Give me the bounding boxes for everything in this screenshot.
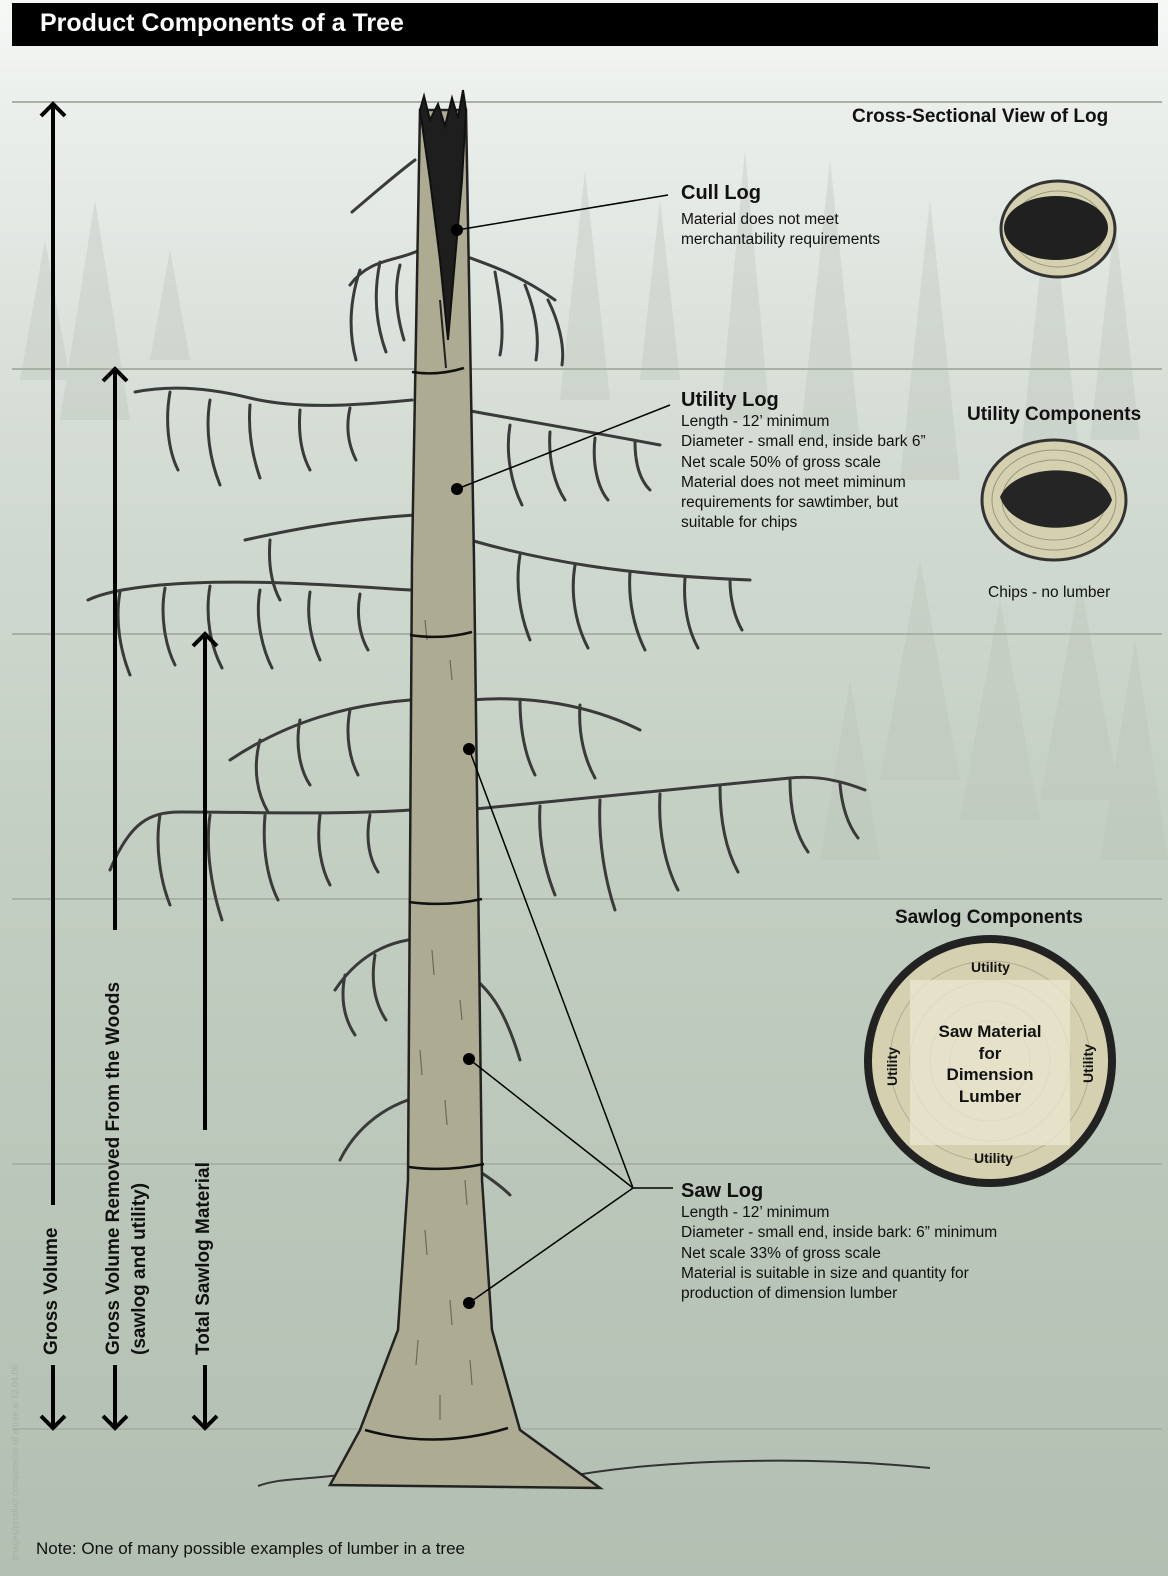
- saw-log-line: Diameter - small end, inside bark: 6” mi…: [681, 1223, 997, 1243]
- sawlog-utility-top-label: Utility: [971, 959, 1010, 975]
- saw-log-title: Saw Log: [681, 1180, 763, 1203]
- saw-leader-line-1: [469, 749, 633, 1188]
- total-sawlog-label: Total Sawlog Material: [192, 1162, 215, 1355]
- cross-section-title: Cross-Sectional View of Log: [852, 106, 1108, 128]
- saw-log-dot-1: [463, 743, 475, 755]
- saw-log-dot-2: [463, 1053, 475, 1065]
- saw-log-dot-3: [463, 1297, 475, 1309]
- utility-components-title: Utility Components: [967, 404, 1141, 426]
- cull-log-line: merchantability requirements: [681, 230, 880, 250]
- utility-log-line: Length - 12’ minimum: [681, 412, 926, 432]
- saw-log-line: Length - 12’ minimum: [681, 1203, 997, 1223]
- saw-log-line: Material is suitable in size and quantit…: [681, 1264, 997, 1284]
- sawlog-components-title: Sawlog Components: [895, 907, 1083, 929]
- utility-cross-section: [982, 440, 1126, 560]
- header-bar: Product Components of a Tree: [12, 3, 1158, 46]
- saw-material-line: Saw Material: [920, 1021, 1060, 1043]
- cull-log-dot: [451, 224, 463, 236]
- utility-log-line: Diameter - small end, inside bark 6”: [681, 432, 926, 452]
- gross-volume-removed-label: Gross Volume Removed From the Woods: [102, 982, 125, 1355]
- page-title: Product Components of a Tree: [40, 9, 404, 38]
- saw-material-line: Dimension: [920, 1064, 1060, 1086]
- utility-log-line: suitable for chips: [681, 513, 926, 533]
- cull-leader-line: [457, 195, 668, 230]
- utility-leader-line: [457, 405, 670, 489]
- utility-log-dot: [451, 483, 463, 495]
- utility-log-line: Net scale 50% of gross scale: [681, 453, 926, 473]
- saw-log-line: production of dimension lumber: [681, 1284, 997, 1304]
- sawlog-utility-left-label: Utility: [884, 1047, 900, 1086]
- saw-log-line: Net scale 33% of gross scale: [681, 1244, 997, 1264]
- footnote: Note: One of many possible examples of l…: [36, 1539, 465, 1559]
- saw-material-line: Lumber: [920, 1086, 1060, 1108]
- utility-log-line: Material does not meet miminum: [681, 473, 926, 493]
- cull-cross-section: [1001, 181, 1115, 277]
- file-path-stamp: images/product components of a tree.ai 1…: [10, 1364, 20, 1560]
- utility-components-caption: Chips - no lumber: [988, 583, 1110, 603]
- cull-log-title: Cull Log: [681, 182, 761, 205]
- utility-log-title: Utility Log: [681, 389, 779, 412]
- sawlog-utility-bottom-label: Utility: [974, 1150, 1013, 1166]
- gross-volume-removed-sublabel: (sawlog and utility): [128, 1183, 151, 1355]
- saw-material-line: for: [920, 1043, 1060, 1065]
- cull-log-description: Material does not meet merchantability r…: [681, 210, 880, 251]
- saw-material-label: Saw Material for Dimension Lumber: [920, 1021, 1060, 1107]
- utility-log-line: requirements for sawtimber, but: [681, 493, 926, 513]
- utility-log-description: Length - 12’ minimum Diameter - small en…: [681, 412, 926, 534]
- gross-volume-label: Gross Volume: [40, 1228, 63, 1355]
- tree-trunk: [330, 110, 600, 1488]
- saw-log-description: Length - 12’ minimum Diameter - small en…: [681, 1203, 997, 1304]
- saw-leader-line-3: [469, 1188, 633, 1303]
- sawlog-utility-right-label: Utility: [1080, 1044, 1096, 1083]
- cull-log-line: Material does not meet: [681, 210, 880, 230]
